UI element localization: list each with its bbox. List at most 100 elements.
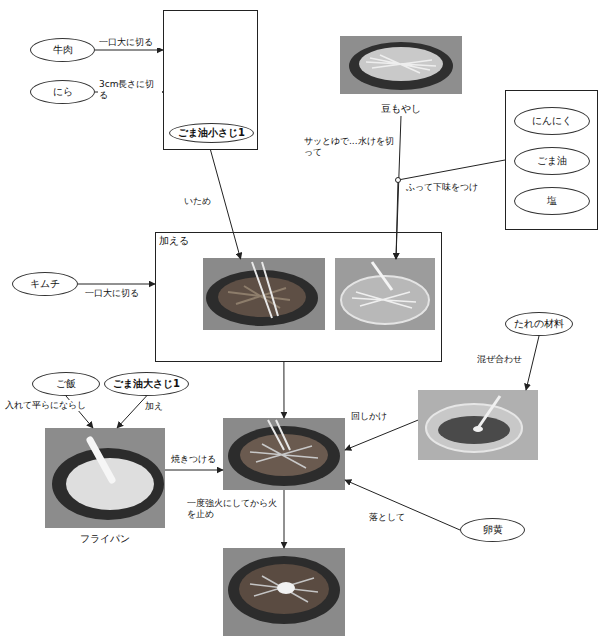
pan xyxy=(206,270,318,326)
finished-photo xyxy=(223,548,345,636)
ingredient-oval: ごま油大さじ1 xyxy=(104,372,189,396)
sauce xyxy=(438,416,510,444)
food xyxy=(239,564,329,614)
ingredient-oval: にら xyxy=(30,80,95,104)
sprouts-photo xyxy=(340,36,462,94)
photo-step xyxy=(204,259,326,331)
glass-bowl xyxy=(341,276,429,324)
pan xyxy=(228,556,340,624)
photo-ground xyxy=(203,258,325,330)
node-label: キムチ xyxy=(30,278,60,290)
step-label: サッとゆで...水けを切って xyxy=(303,136,397,158)
node-label: ごま油大さじ1 xyxy=(113,378,180,390)
flow-arrow xyxy=(345,420,418,450)
step-label: 焼きつける xyxy=(170,454,222,465)
ingredient-oval: 牛肉 xyxy=(30,38,95,62)
step-label: 一度強火にしてから火を止め xyxy=(186,498,282,520)
step-label: 加え xyxy=(144,401,168,412)
flow-arrow xyxy=(95,50,163,51)
step-label: ふって下味をつけ xyxy=(405,182,487,193)
food xyxy=(240,434,328,476)
sauce-photo xyxy=(418,390,538,460)
ingredient-oval: ご飯 xyxy=(32,372,100,396)
group-heading: 加える xyxy=(159,235,189,247)
node-label: ごま油 xyxy=(537,155,567,167)
photo-ground xyxy=(340,36,462,94)
ingredient-oval: にんにく xyxy=(514,107,590,135)
step-group-box: 加える xyxy=(155,232,442,362)
connector-group xyxy=(66,50,539,548)
step-label: いため xyxy=(183,196,217,207)
egg-yolk xyxy=(277,582,295,594)
photo-ground xyxy=(223,418,345,490)
photo-ground xyxy=(335,258,435,330)
flow-arrow xyxy=(396,160,505,259)
photo-step xyxy=(418,390,538,460)
step-label: 一口大に切る xyxy=(98,37,162,48)
sprout-strokes xyxy=(366,55,436,73)
stir-fry-photo xyxy=(203,258,325,330)
spoon xyxy=(478,396,500,428)
ingredient-oval: キムチ xyxy=(12,272,78,296)
ingredient-oval: ごま油小さじ1 xyxy=(169,123,254,143)
step-label: 入れて平らにならし xyxy=(4,400,92,411)
step-label: 一口大に切る xyxy=(84,288,148,299)
photo-caption: フライパン xyxy=(45,533,165,545)
sprout-strokes xyxy=(352,292,416,308)
hand xyxy=(372,262,392,290)
combined-photo xyxy=(223,418,345,490)
node-label: ご飯 xyxy=(56,378,76,390)
food-strokes xyxy=(250,576,318,602)
photo-ground xyxy=(418,390,538,460)
step-label: 混ぜ合わせ xyxy=(476,354,526,365)
node-label: 牛肉 xyxy=(53,44,73,56)
node-label: 卵黄 xyxy=(483,524,503,536)
node-label: にら xyxy=(53,86,73,98)
pan xyxy=(52,448,164,520)
pan xyxy=(349,42,453,90)
junction-dot xyxy=(396,178,401,183)
node-label: にんにく xyxy=(532,115,572,127)
flow-arrow xyxy=(284,490,285,548)
chopsticks xyxy=(268,420,290,450)
seasoned-sprouts-photo xyxy=(335,258,435,330)
photo-step xyxy=(223,418,345,490)
flow-arrow xyxy=(165,470,223,471)
photo-step: 豆もやし xyxy=(340,36,462,116)
photo-ground xyxy=(223,548,345,636)
photo-ground xyxy=(45,428,165,528)
photo-caption: 豆もやし xyxy=(340,103,462,115)
flow-arrow xyxy=(526,336,539,390)
flow-arrow xyxy=(345,480,460,530)
ingredient-group-box: ごま油小さじ1 xyxy=(163,10,258,150)
food-strokes xyxy=(228,286,290,308)
photo-step xyxy=(223,548,345,636)
ingredient-group-box: にんにくごま油塩 xyxy=(505,90,598,230)
node-label: たれの材料 xyxy=(514,318,564,330)
flow-arrow xyxy=(78,284,155,285)
ingredient-oval: たれの材料 xyxy=(505,312,573,336)
flow-arrow xyxy=(283,362,284,418)
ingredient-oval: ごま油 xyxy=(514,147,590,175)
food-strokes xyxy=(250,444,318,468)
step-label: 落として xyxy=(368,512,410,523)
node-label: ごま油小さじ1 xyxy=(178,127,245,139)
rice xyxy=(66,458,154,510)
meat xyxy=(218,277,306,317)
spatula xyxy=(90,440,112,480)
step-label: 回しかけ xyxy=(350,411,392,422)
rice-pan-photo xyxy=(45,428,165,528)
sprouts xyxy=(359,47,443,81)
flow-arrow xyxy=(117,396,147,428)
ingredient-oval: 塩 xyxy=(514,187,590,215)
photo-step: フライパン xyxy=(45,428,165,546)
photo-step xyxy=(336,259,436,331)
ingredient-oval: 卵黄 xyxy=(460,518,525,542)
step-label: 3cm長さに切る xyxy=(98,79,162,101)
glass-bowl xyxy=(426,404,522,452)
spoon-bowl xyxy=(473,426,483,432)
node-label: 塩 xyxy=(547,195,557,207)
chopsticks xyxy=(252,262,278,318)
